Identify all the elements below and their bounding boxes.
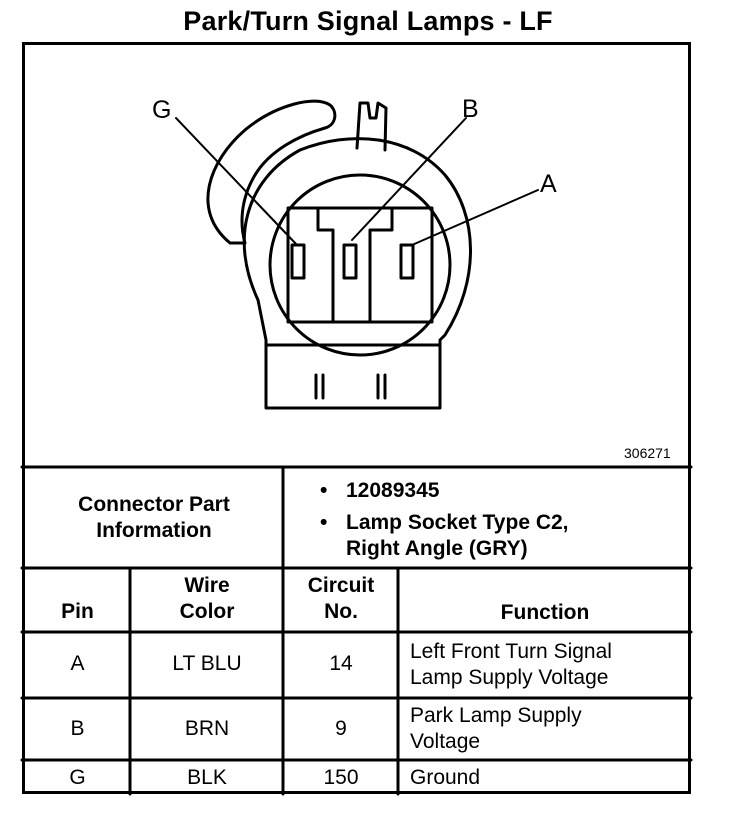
diagram-frame xyxy=(22,42,691,794)
socket-description-line: Lamp Socket Type C2, xyxy=(346,511,569,534)
connector-info-label-line: Connector Part xyxy=(78,493,230,516)
table-cell-pin: B xyxy=(70,717,85,740)
socket-cavity xyxy=(286,206,434,324)
table-cell-circuit: 14 xyxy=(329,652,353,675)
pin-label-g: G xyxy=(152,96,171,124)
pin-label-a: A xyxy=(540,170,557,198)
table-cell-circuit: 150 xyxy=(323,766,359,789)
table-cell-circuit: 9 xyxy=(335,717,347,740)
header-wire-color-line: Wire xyxy=(184,574,230,597)
connector-info-label: Connector Part Information xyxy=(25,492,283,544)
pin-terminal-b xyxy=(342,243,358,280)
leader-line-a xyxy=(411,189,539,246)
table-cell-wire-color: BRN xyxy=(184,717,230,740)
socket-divider xyxy=(316,206,394,324)
inner-ring xyxy=(268,173,452,357)
part-number: 12089345 xyxy=(318,478,569,504)
header-wire-color-line: Color xyxy=(179,600,235,623)
pin-terminal-a xyxy=(399,243,415,280)
table-cell-function: Park Lamp Supply Voltage xyxy=(410,703,582,755)
function-line: Voltage xyxy=(410,730,481,753)
connector-info-bullets: 12089345 Lamp Socket Type C2, Right Angl… xyxy=(318,478,569,562)
pin-terminal-g xyxy=(290,243,306,280)
table-cell-pin: G xyxy=(69,766,86,789)
figure-number: 306271 xyxy=(624,445,671,461)
table-cell-wire-color: BLK xyxy=(187,766,227,789)
latch-arm xyxy=(206,99,337,245)
header-circuit-line: Circuit xyxy=(307,574,375,597)
function-line: Lamp Supply Voltage xyxy=(410,666,609,689)
connector-body xyxy=(242,137,472,410)
leader-line-g xyxy=(175,117,298,246)
function-line: Left Front Turn Signal xyxy=(410,640,612,663)
socket-description: Lamp Socket Type C2, Right Angle (GRY) xyxy=(318,510,569,562)
leader-line-b xyxy=(351,117,467,241)
header-wire-color: Wire Color xyxy=(131,573,283,625)
socket-description-line: Right Angle (GRY) xyxy=(346,537,528,560)
table-cell-wire-color: LT BLU xyxy=(172,652,242,675)
header-function: Function xyxy=(500,601,590,624)
header-pin: Pin xyxy=(61,600,94,623)
connector-info-label-line: Information xyxy=(96,519,212,542)
header-circuit-line: No. xyxy=(324,600,358,623)
header-circuit-no: Circuit No. xyxy=(284,573,398,625)
table-cell-function: Ground xyxy=(410,766,481,789)
page-title: Park/Turn Signal Lamps - LF xyxy=(183,6,553,36)
pin-label-b: B xyxy=(462,95,479,123)
function-line: Park Lamp Supply xyxy=(410,704,582,727)
table-cell-function: Left Front Turn Signal Lamp Supply Volta… xyxy=(410,639,612,691)
table-cell-pin: A xyxy=(70,652,85,675)
locking-tab xyxy=(355,101,388,152)
